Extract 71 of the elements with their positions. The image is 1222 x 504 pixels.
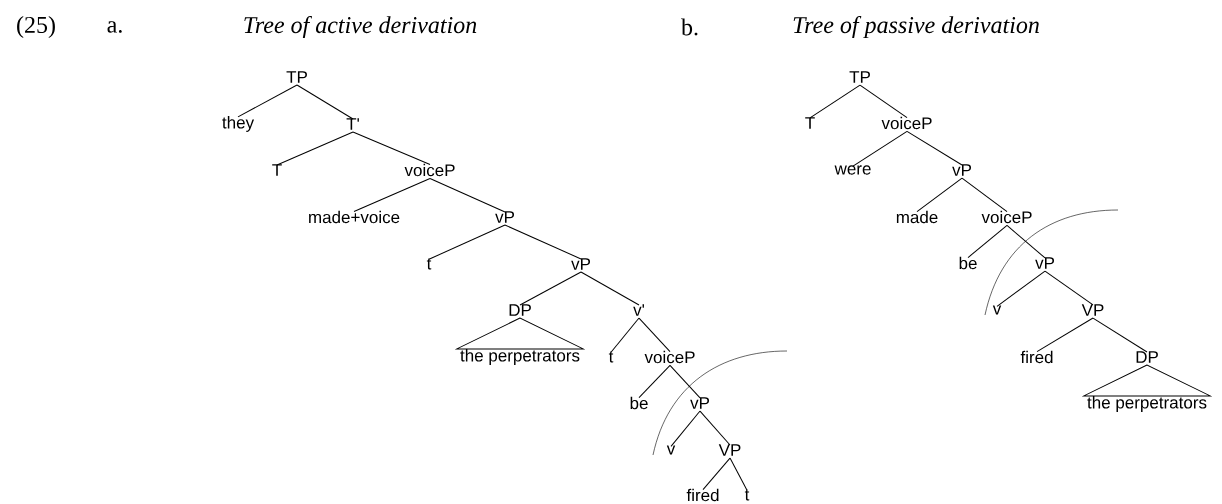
- tree-node-label: DP: [1136, 351, 1158, 363]
- tree-node-label: vP: [495, 211, 515, 223]
- tree-node-label: vP: [690, 397, 710, 409]
- tree-node-label: they: [222, 116, 255, 132]
- tree-node-label: v: [666, 445, 676, 455]
- tree-node-label: made+voice: [309, 210, 400, 224]
- branch-line: [276, 131, 354, 166]
- tree-node-label: VP: [1081, 304, 1104, 316]
- heading: Tree of passive derivation: [793, 16, 1039, 38]
- tree-node-label: fired: [1020, 350, 1053, 364]
- branch-line: [237, 84, 298, 118]
- triangle-branch: [456, 317, 584, 350]
- branch-line: [699, 410, 731, 446]
- tree-node-label: voiceP: [881, 116, 932, 130]
- branch-line: [916, 177, 963, 213]
- triangle-branch: [1083, 364, 1211, 397]
- branch-line: [729, 457, 748, 491]
- tree-node-label: v': [633, 304, 644, 316]
- branch-line: [859, 84, 908, 119]
- tree-node-label: T: [272, 164, 282, 176]
- branch-line: [996, 270, 1046, 307]
- branch-line: [906, 130, 963, 166]
- branch-line: [852, 130, 908, 167]
- tree-node-label: vP: [952, 164, 972, 176]
- branch-line: [429, 177, 506, 213]
- branch-line: [638, 364, 671, 399]
- branch-line: [638, 317, 671, 353]
- tree-node-label: the perpetrators: [1087, 396, 1207, 412]
- branch-line: [519, 271, 582, 306]
- tree-node-label: t: [744, 489, 750, 501]
- tree-node-label: be: [959, 256, 977, 270]
- tree-node-label: T': [346, 118, 359, 130]
- tree-node-label: v: [992, 305, 1002, 315]
- branch-line: [1092, 317, 1148, 353]
- tree-node-label: be: [630, 396, 648, 410]
- tree-node-label: the perpetrators: [460, 349, 580, 365]
- tree-node-label: t: [608, 351, 614, 363]
- tree-node-label: TP: [849, 71, 870, 83]
- tree-node-label: voiceP: [404, 163, 455, 177]
- tree-node-label: VP: [718, 444, 741, 456]
- branch-line: [1006, 224, 1046, 259]
- branch-line: [1044, 270, 1094, 306]
- item-label: a.: [107, 21, 122, 33]
- tree-node-label: T: [805, 117, 815, 129]
- tree-node-label: DP: [509, 304, 531, 316]
- tree-node-label: were: [834, 165, 871, 175]
- branch-line: [296, 84, 354, 120]
- tree-node-label: made: [896, 210, 938, 224]
- branch-line: [961, 177, 1008, 213]
- branch-line: [967, 224, 1008, 259]
- branch-line: [353, 177, 431, 213]
- branch-line: [610, 317, 640, 353]
- item-label: (25): [17, 16, 55, 38]
- tree-node-label: t: [426, 258, 432, 270]
- branch-line: [669, 364, 701, 399]
- tree-node-label: vP: [571, 258, 591, 270]
- branch-line: [504, 224, 582, 260]
- tree-node-label: voiceP: [981, 210, 1032, 224]
- branch-line: [670, 410, 701, 447]
- tree-node-label: fired: [686, 488, 719, 502]
- branch-line: [580, 271, 640, 306]
- item-label: b.: [681, 18, 698, 36]
- heading: Tree of active derivation: [244, 16, 477, 38]
- branch-line: [809, 84, 861, 119]
- tree-node-label: vP: [1035, 257, 1055, 269]
- branch-line: [702, 457, 731, 491]
- branch-line: [352, 131, 431, 166]
- branch-line: [428, 224, 506, 260]
- tree-node-label: TP: [286, 71, 307, 83]
- branch-line: [1036, 317, 1094, 353]
- tree-node-label: voiceP: [644, 350, 695, 364]
